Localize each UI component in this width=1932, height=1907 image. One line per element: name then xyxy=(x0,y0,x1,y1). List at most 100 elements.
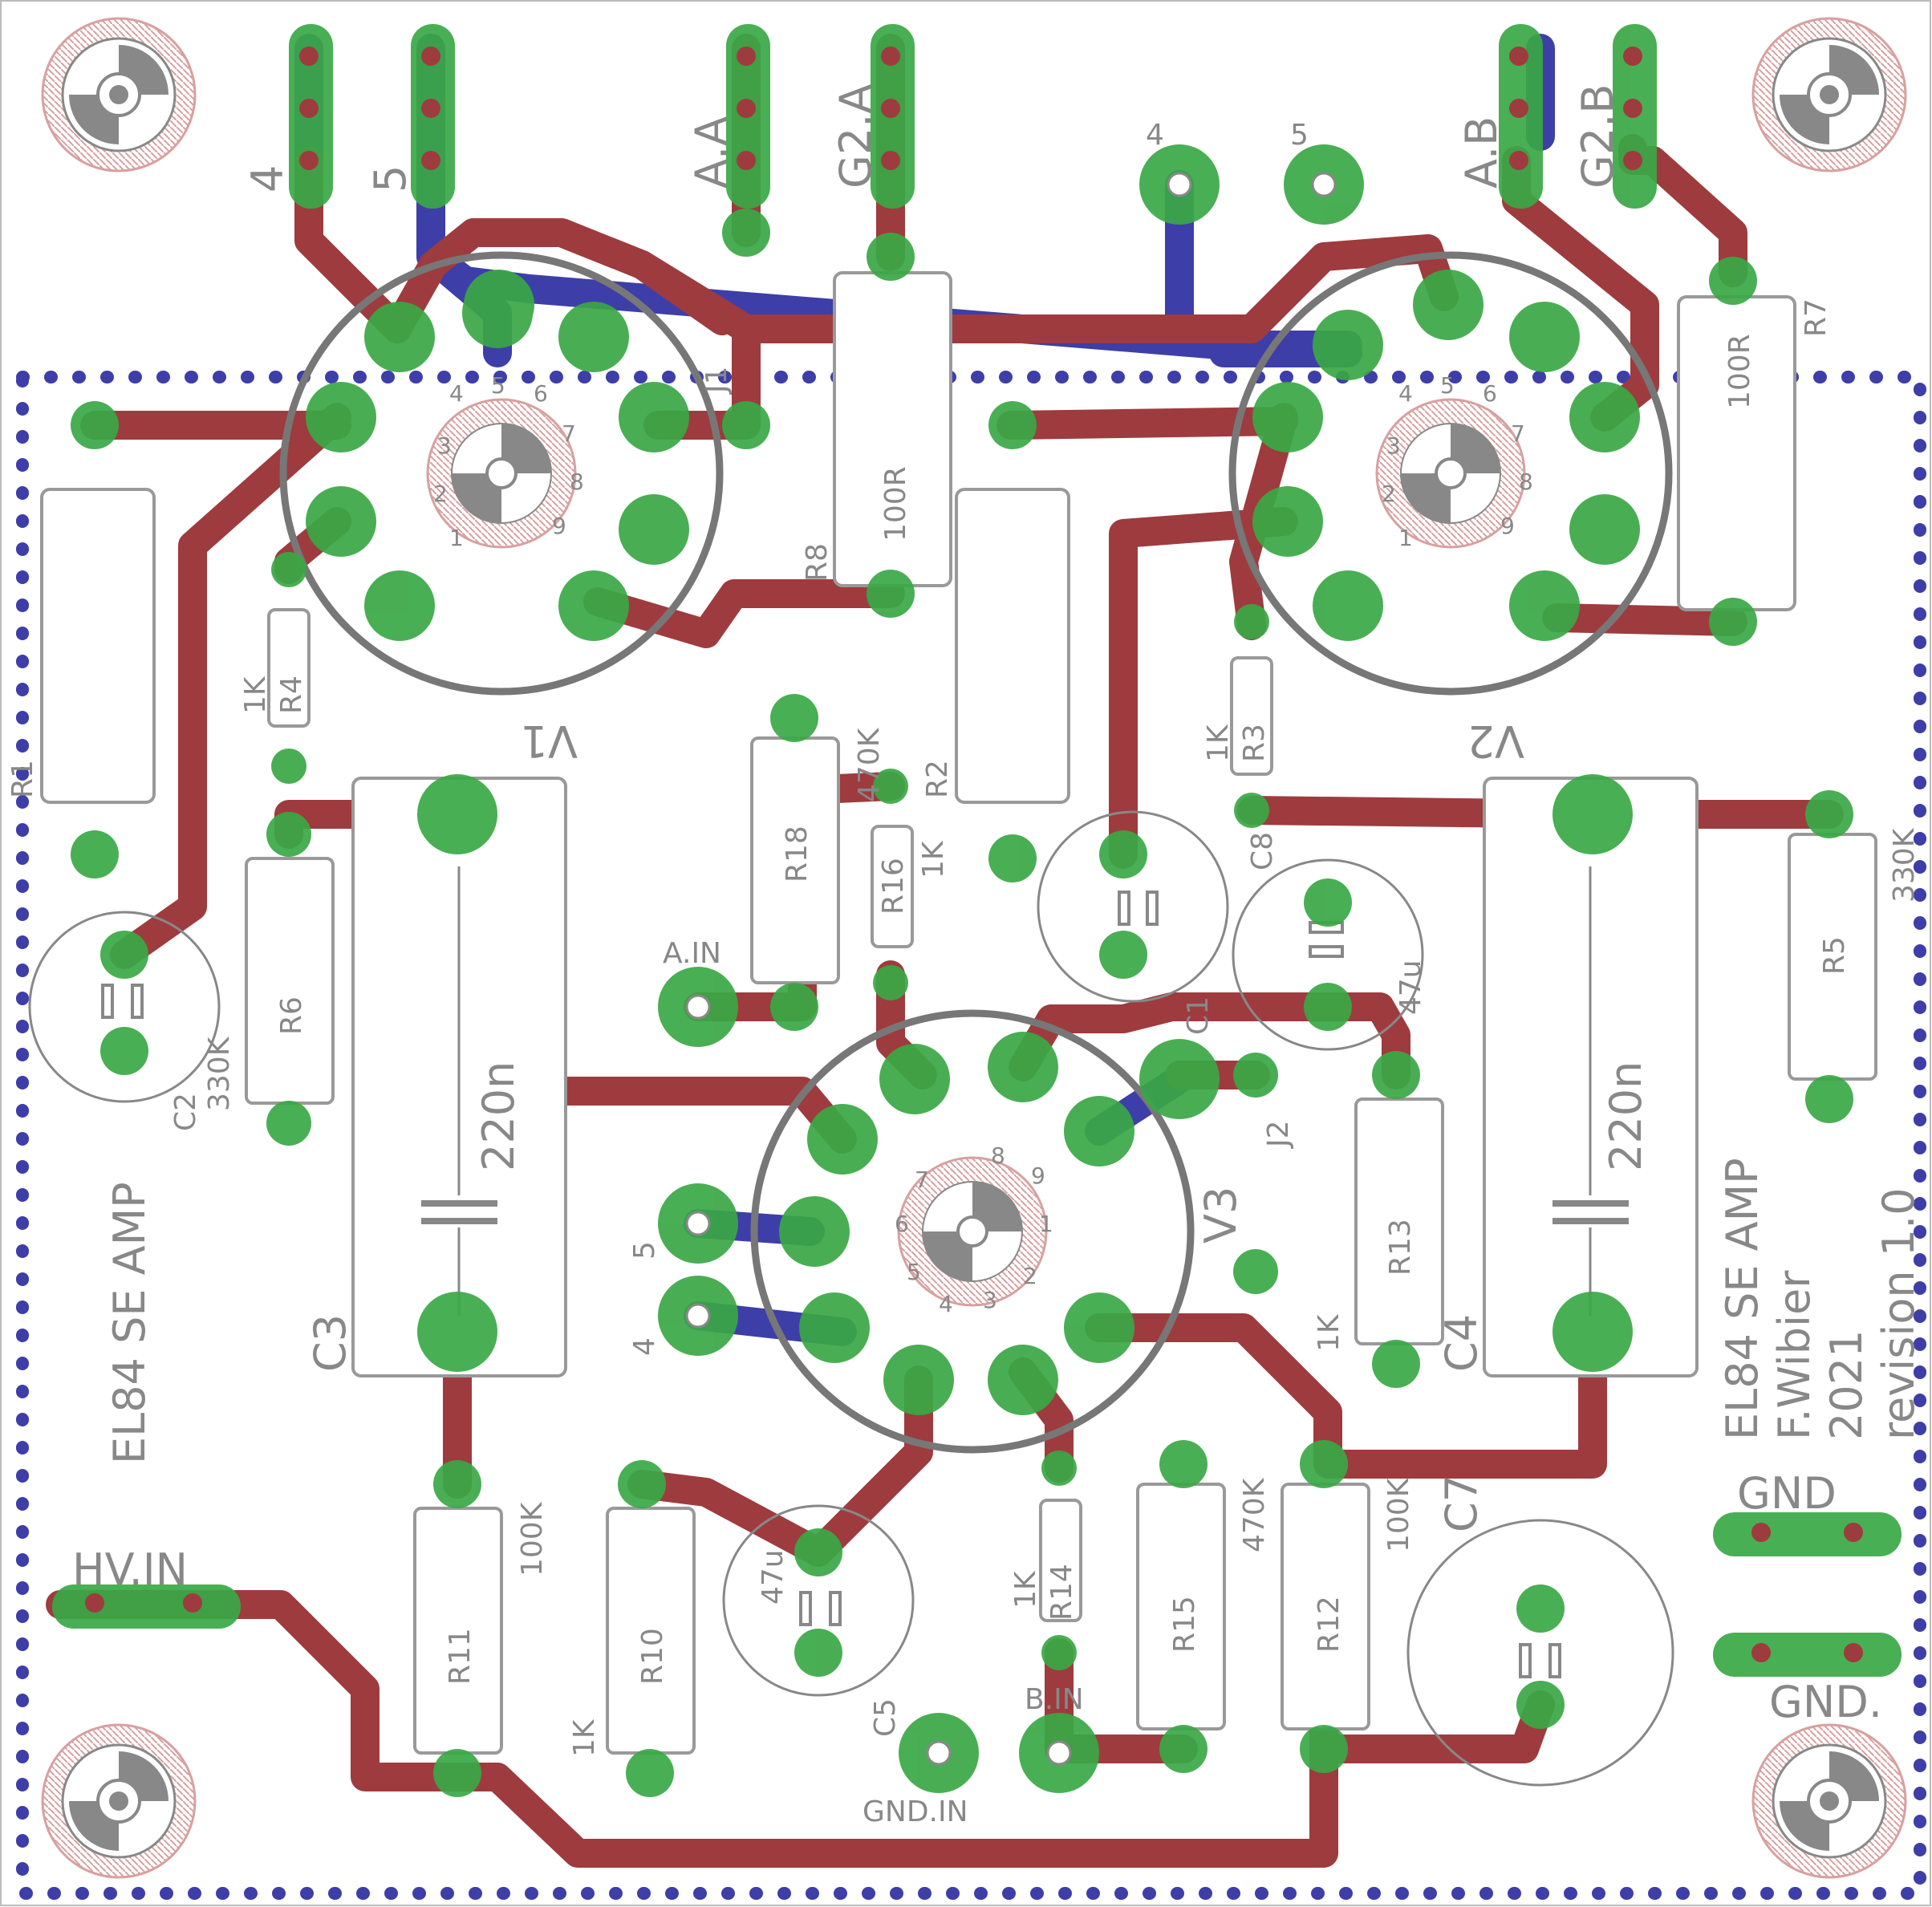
svg-text:1: 1 xyxy=(449,525,464,551)
svg-text:4: 4 xyxy=(449,380,464,407)
silk-labels: 4 5 A.A G2.A A.B G2.B 4 5 V1 V2 V3 J1 J2… xyxy=(72,84,1924,1828)
val-C3: 220n xyxy=(473,1061,524,1171)
svg-text:9: 9 xyxy=(1500,513,1515,539)
label-tube-v2: V2 xyxy=(1467,716,1524,766)
label-conn-aa: A.A xyxy=(686,116,737,189)
C7-outline xyxy=(1406,1519,1674,1787)
label-gnd-in: GND.IN xyxy=(862,1795,968,1828)
label-tube-v1: V1 xyxy=(521,716,578,766)
ref-R6: R6 xyxy=(275,996,308,1035)
label-gnd: GND xyxy=(1737,1468,1837,1519)
svg-text:4: 4 xyxy=(939,1291,953,1317)
R4-body xyxy=(267,608,310,728)
val-C4: 220n xyxy=(1601,1061,1651,1171)
label-b-in: B.IN xyxy=(1025,1683,1084,1716)
label-revision: revision 1.0 xyxy=(1873,1187,1924,1440)
ref-R12: R12 xyxy=(1313,1596,1346,1653)
label-pad-5-left: 5 xyxy=(628,1241,661,1260)
val-R5: 330K xyxy=(1888,827,1921,903)
ref-C1: C1 xyxy=(1182,996,1215,1035)
ref-R14: R14 xyxy=(1045,1564,1078,1621)
val-R3: 1K xyxy=(1202,724,1235,762)
R2-body xyxy=(955,488,1070,804)
svg-text:5: 5 xyxy=(907,1259,921,1285)
label-year: 2021 xyxy=(1821,1330,1872,1440)
R3-body xyxy=(1230,656,1273,776)
part-references: R1 R2 R3 1K R4 1K R5 330K R6 R7 100R R8 … xyxy=(6,298,1921,1757)
R16-body xyxy=(871,825,914,948)
label-gnd-2: GND. xyxy=(1769,1677,1882,1727)
electrolytic-symbols xyxy=(101,891,1561,1678)
ref-R8: R8 xyxy=(801,543,834,582)
label-a-in: A.IN xyxy=(663,937,721,970)
val-R10: 1K xyxy=(568,1718,601,1757)
label-hv-in: HV.IN xyxy=(72,1544,188,1595)
mount-hole-top-left xyxy=(41,17,197,172)
electrolytic-caps xyxy=(28,810,1674,1787)
ref-R18: R18 xyxy=(781,826,814,882)
svg-text:8: 8 xyxy=(991,1142,1005,1169)
svg-text:1: 1 xyxy=(1039,1211,1053,1237)
tube-socket-v3 xyxy=(750,1009,1195,1454)
val-R14: 1K xyxy=(1009,1570,1042,1609)
ref-C5: C5 xyxy=(869,1698,902,1737)
ref-R1: R1 xyxy=(6,760,39,798)
C2-outline xyxy=(28,911,221,1103)
ref-C2: C2 xyxy=(169,1093,202,1131)
svg-text:2: 2 xyxy=(1382,481,1396,507)
val-R4: 1K xyxy=(239,676,272,714)
svg-text:8: 8 xyxy=(1519,469,1533,495)
ref-R15: R15 xyxy=(1168,1596,1201,1653)
ref-C3: C3 xyxy=(305,1314,355,1372)
mount-hole-bottom-right xyxy=(1751,1723,1907,1879)
svg-text:6: 6 xyxy=(534,380,548,407)
label-conn-g2a: G2.A xyxy=(830,84,881,189)
dotted-outline xyxy=(16,371,1926,1900)
label-conn-ab: A.B xyxy=(1456,116,1507,189)
tube-pin-numbers: 4 5 6 7 8 9 1 2 3 4 5 6 7 8 9 1 2 3 8 9 … xyxy=(433,372,1533,1317)
val-R8: 100R xyxy=(879,466,912,542)
val-R11: 100K xyxy=(516,1501,549,1576)
R14-body xyxy=(1039,1499,1082,1622)
tube-socket-v1 xyxy=(279,251,724,696)
svg-text:1: 1 xyxy=(1398,525,1413,551)
label-title-left: EL84 SE AMP xyxy=(104,1182,155,1464)
ref-R13: R13 xyxy=(1384,1219,1417,1276)
label-tube-v3: V3 xyxy=(1195,1187,1246,1244)
label-pad-4-left: 4 xyxy=(628,1337,661,1356)
svg-text:8: 8 xyxy=(570,469,584,495)
svg-text:6: 6 xyxy=(895,1211,909,1237)
mount-hole-top-right xyxy=(1751,17,1907,172)
val-C5: 47u xyxy=(757,1549,789,1605)
pad-gnd xyxy=(1713,1512,1902,1556)
svg-text:5: 5 xyxy=(1440,372,1455,399)
C1-outline xyxy=(1232,858,1424,1051)
ref-R5: R5 xyxy=(1818,936,1851,975)
svg-text:3: 3 xyxy=(983,1287,997,1313)
ref-R7: R7 xyxy=(1800,298,1833,337)
via-rings xyxy=(685,172,1337,1766)
val-R12: 100K xyxy=(1382,1477,1415,1552)
svg-text:2: 2 xyxy=(1023,1263,1037,1289)
ref-R3: R3 xyxy=(1238,724,1271,762)
ref-C8: C8 xyxy=(1246,832,1279,870)
R1-body xyxy=(40,488,156,804)
val-R15: 470K xyxy=(1238,1477,1271,1552)
label-j2: J2 xyxy=(1262,1120,1295,1149)
svg-text:6: 6 xyxy=(1483,380,1497,407)
label-pad-4-top: 4 xyxy=(1146,119,1164,152)
val-R18: 470K xyxy=(853,727,886,802)
svg-text:2: 2 xyxy=(433,481,448,507)
ref-R11: R11 xyxy=(444,1628,477,1685)
label-author: F.Wibier xyxy=(1769,1270,1820,1440)
svg-text:3: 3 xyxy=(1386,432,1401,459)
svg-text:7: 7 xyxy=(915,1167,929,1193)
C8-outline xyxy=(1037,810,1229,1003)
label-conn-g2b: G2.B xyxy=(1573,84,1623,189)
val-R7: 100R xyxy=(1723,334,1756,409)
label-pad-5-top: 5 xyxy=(1290,119,1309,152)
svg-text:9: 9 xyxy=(552,513,566,539)
ref-R4: R4 xyxy=(275,676,308,714)
ref-C4: C4 xyxy=(1436,1314,1487,1372)
C5-outline xyxy=(722,1504,915,1697)
